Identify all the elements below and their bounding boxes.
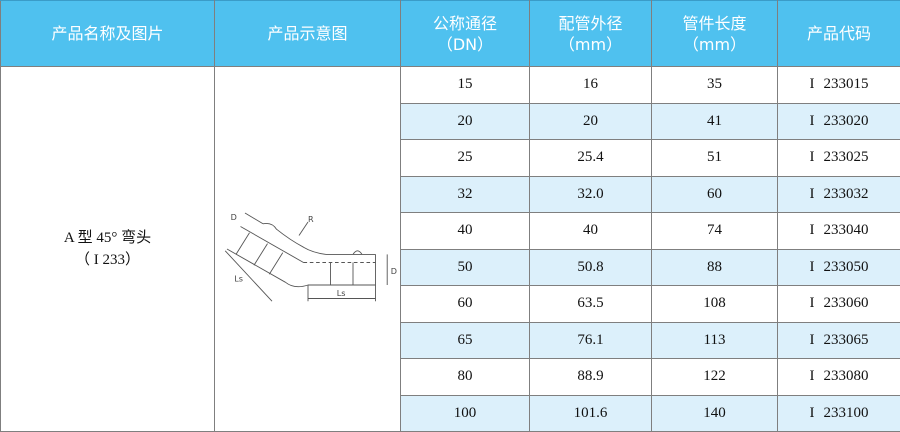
cell-od: 76.1 [529, 321, 652, 359]
cell-dn: 50 [400, 248, 530, 286]
header-outer-diameter: 配管外径（mm） [529, 0, 652, 67]
header-fitting-length: 管件长度（mm） [651, 0, 778, 67]
cell-dn: 65 [400, 321, 530, 359]
cell-od: 20 [529, 102, 652, 140]
product-name-cell: A 型 45° 弯头 （ I 233） [0, 66, 215, 432]
header-diagram: 产品示意图 [214, 0, 401, 67]
cell-length: 41 [651, 102, 778, 140]
table-row: A 型 45° 弯头 （ I 233） [0, 66, 900, 432]
cell-length: 108 [651, 285, 778, 323]
cell-dn: 20 [400, 102, 530, 140]
cell-dn: 32 [400, 175, 530, 213]
diagram-label-d-right: D [390, 266, 396, 276]
cell-length: 35 [651, 66, 778, 104]
cell-dn: 40 [400, 212, 530, 250]
cell-od: 16 [529, 66, 652, 104]
header-nominal-diameter: 公称通径（DN） [400, 0, 530, 67]
cell-dn: 25 [400, 139, 530, 177]
cell-od: 25.4 [529, 139, 652, 177]
cell-od: 40 [529, 212, 652, 250]
cell-od: 63.5 [529, 285, 652, 323]
cell-length: 74 [651, 212, 778, 250]
cell-length: 60 [651, 175, 778, 213]
product-model: （ I 233） [75, 252, 140, 268]
cell-od: 101.6 [529, 394, 652, 432]
cell-dn: 60 [400, 285, 530, 323]
diagram-label-ls-bottom: Ls [336, 288, 345, 298]
diagram-label-ls-left: Ls [234, 273, 243, 283]
diagram-label-r: R [308, 214, 314, 224]
cell-od: 88.9 [529, 358, 652, 396]
header-row: 产品名称及图片 产品示意图 公称通径（DN） 配管外径（mm） 管件长度（mm）… [0, 0, 900, 67]
cell-length: 88 [651, 248, 778, 286]
cell-length: 113 [651, 321, 778, 359]
product-name: A 型 45° 弯头 [63, 230, 152, 246]
cell-length: 140 [651, 394, 778, 432]
cell-dn: 100 [400, 394, 530, 432]
cell-dn: 15 [400, 66, 530, 104]
diagram-cell: D R Ls Ls D [214, 66, 401, 432]
cell-od: 50.8 [529, 248, 652, 286]
cell-od: 32.0 [529, 175, 652, 213]
cell-length: 51 [651, 139, 778, 177]
cell-dn: 80 [400, 358, 530, 396]
elbow-45-diagram-icon: D R Ls Ls D [224, 212, 397, 302]
header-product-code: 产品代码 [777, 0, 900, 67]
cell-length: 122 [651, 358, 778, 396]
diagram-label-d-top: D [230, 212, 236, 222]
header-product-name: 产品名称及图片 [0, 0, 215, 67]
